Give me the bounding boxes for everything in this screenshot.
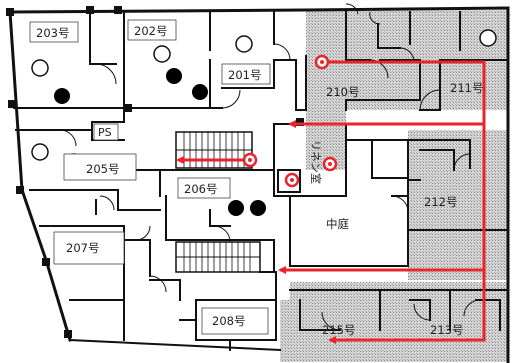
occupant-dot	[228, 200, 244, 216]
room-label-213: 213号	[430, 323, 463, 337]
label-boxes	[29, 19, 271, 335]
occupant-dots	[54, 68, 266, 216]
stairs-lower	[175, 241, 261, 273]
room-label-215: 215号	[322, 323, 355, 337]
room-label-courtyard: 中庭	[326, 217, 349, 231]
occupant-dot	[192, 84, 208, 100]
room-label-ps: PS	[98, 126, 112, 139]
fixture-circle	[479, 29, 497, 47]
door-swings	[59, 3, 481, 331]
room-label-207: 207号	[66, 241, 99, 255]
room-label-211: 211号	[450, 81, 483, 95]
hatched-wing	[280, 10, 508, 362]
occupant-dot	[54, 88, 70, 104]
room-label-212: 212号	[424, 195, 457, 209]
fixture-circle	[235, 35, 253, 53]
evacuation-route	[176, 60, 486, 344]
route-main-loop	[322, 60, 486, 344]
room-label-206: 206号	[184, 182, 217, 196]
room-labels: 203号 202号 201号 210号 211号 PS 205号 206号 リネ…	[36, 24, 483, 337]
fixture-circle	[153, 45, 171, 63]
room-label-202: 202号	[134, 24, 167, 38]
exterior-walls	[6, 6, 510, 363]
occupant-dot	[166, 68, 182, 84]
occupant-dot	[250, 200, 266, 216]
room-label-208: 208号	[212, 314, 245, 328]
room-label-201: 201号	[228, 68, 261, 82]
stairs-upper	[175, 131, 253, 169]
room-label-205: 205号	[86, 162, 119, 176]
fixture-circle	[31, 143, 49, 161]
room-label-210: 210号	[326, 85, 359, 99]
room-label-203: 203号	[36, 26, 69, 40]
fixture-circle	[31, 59, 49, 77]
room-label-linen: リネン室	[309, 140, 323, 184]
